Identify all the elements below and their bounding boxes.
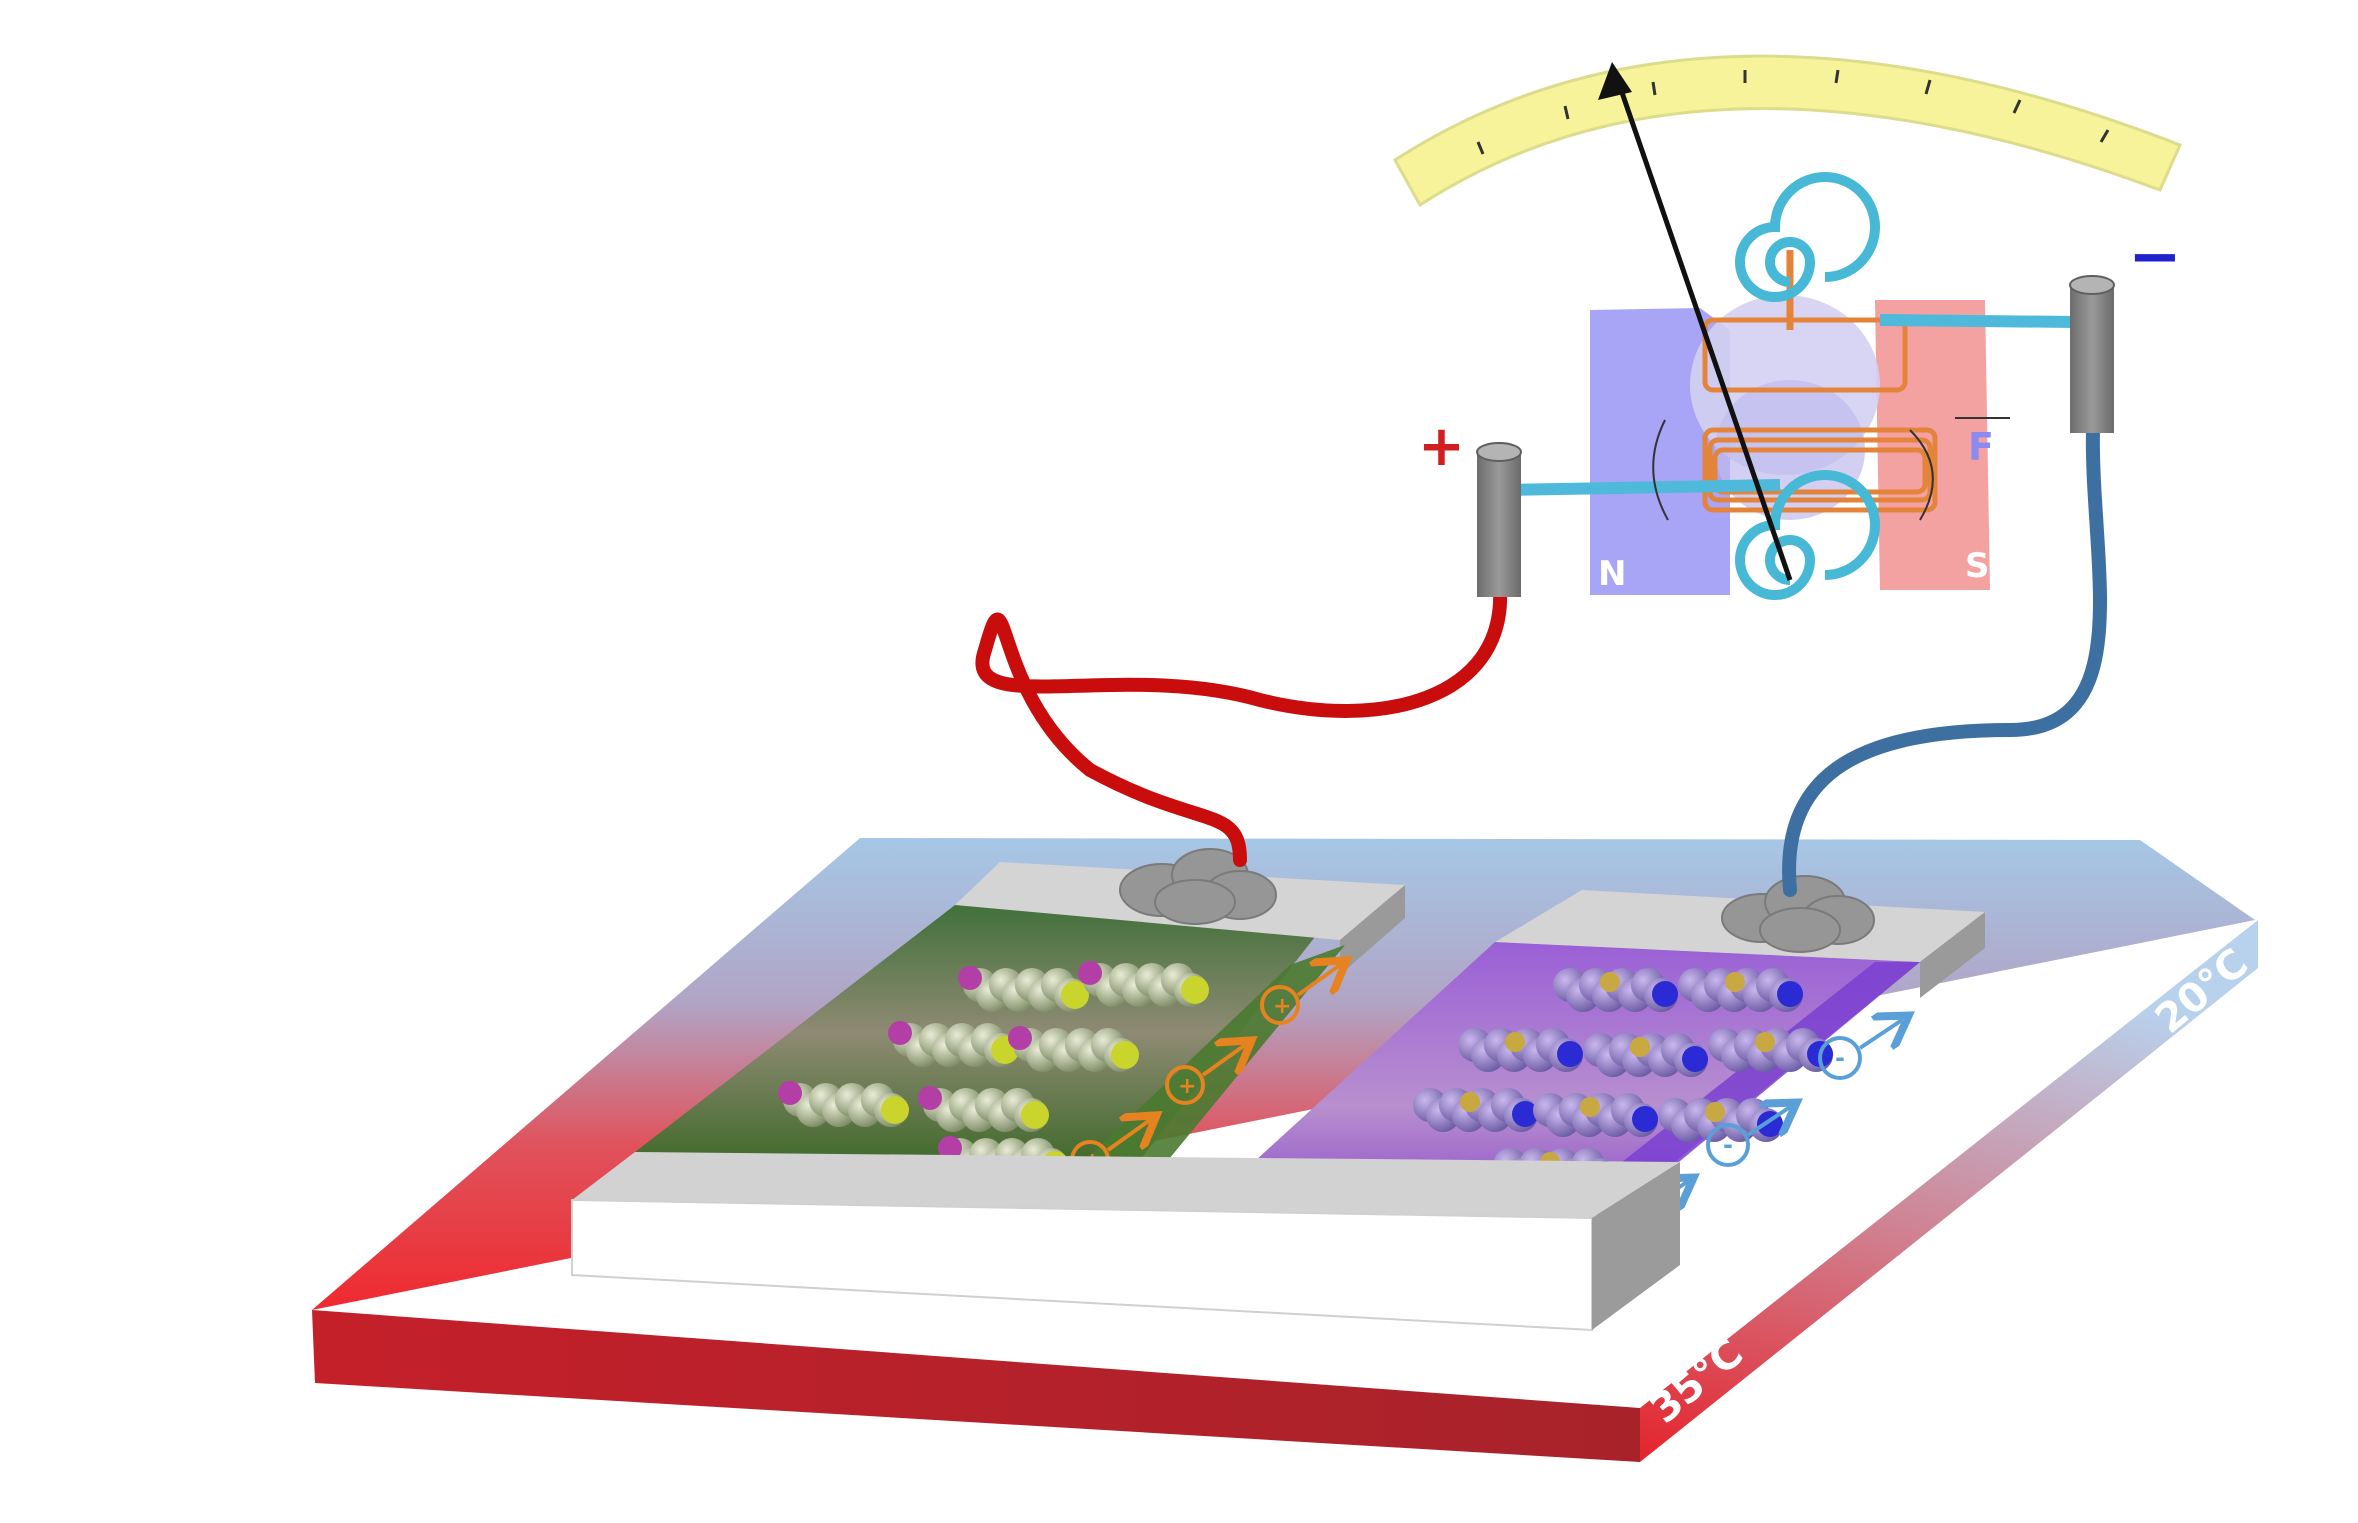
n-type-molecule xyxy=(1533,1093,1658,1137)
north-pole-label: N xyxy=(1598,554,1626,594)
force-label: F xyxy=(1968,425,1994,469)
n-type-material xyxy=(1210,942,1920,1215)
spring-upper-icon xyxy=(1735,172,1880,302)
solder-blob-positive xyxy=(1119,848,1277,925)
meter-ticks xyxy=(1476,69,2110,155)
bottom-contact xyxy=(571,1152,1680,1332)
meter-scale xyxy=(1393,54,2183,208)
coil-windings xyxy=(1702,317,1938,513)
electron-carrier-icon: - xyxy=(1706,1107,1790,1167)
galvanometer: N S F + − xyxy=(1393,54,2183,600)
positive-wire xyxy=(975,583,1508,867)
n-type-molecule xyxy=(1658,1098,1783,1142)
n-type-molecule xyxy=(1413,1088,1538,1132)
electron-carrier-icon: - xyxy=(1818,1020,1902,1080)
hole-carriers: +++ xyxy=(1070,965,1340,1180)
negative-wire xyxy=(1782,423,2108,897)
base-plate-side xyxy=(1640,920,2258,1462)
p-type-molecule xyxy=(918,1086,1049,1132)
meter-needle xyxy=(1614,77,1793,581)
svg-text:-: - xyxy=(1723,1131,1733,1159)
n-type-molecule xyxy=(1708,1028,1833,1072)
p-type-molecule xyxy=(958,966,1089,1012)
positive-sign: + xyxy=(1418,414,1465,479)
feeder-wire-right xyxy=(1879,314,2076,328)
feeder-wire-left xyxy=(1504,479,1781,496)
n-type-electron-channel xyxy=(1555,962,1920,1215)
bottom-contact-side xyxy=(1592,1162,1680,1330)
svg-text:-: - xyxy=(1835,1044,1845,1072)
svg-text:+: + xyxy=(1178,1074,1196,1099)
south-pole-label: S xyxy=(1965,546,1990,586)
field-arrow-left-icon xyxy=(1652,419,1669,521)
needle-tip-icon xyxy=(1598,62,1632,100)
p-type-molecule xyxy=(778,1081,909,1127)
p-type-top-contact-side xyxy=(1340,885,1405,975)
n-type-molecule xyxy=(1678,968,1803,1012)
p-type-molecule xyxy=(1008,1026,1139,1072)
negative-sign: − xyxy=(2128,220,2182,294)
n-type-top-contact-side xyxy=(1920,912,1985,998)
bottom-contact-front xyxy=(571,1198,1593,1332)
bottom-contact-top xyxy=(572,1152,1680,1218)
n-type-molecule xyxy=(1553,968,1678,1012)
negative-terminal xyxy=(2069,275,2115,433)
n-type-molecule xyxy=(1583,1033,1708,1077)
hole-carrier-icon: + xyxy=(1260,965,1340,1025)
field-arrow-right-icon xyxy=(1909,429,1934,521)
hole-carrier-icon: + xyxy=(1165,1045,1245,1105)
svg-text:+: + xyxy=(1273,994,1291,1019)
n-type-molecule xyxy=(1458,1028,1583,1072)
p-type-molecule xyxy=(888,1021,1019,1067)
p-type-molecule xyxy=(1078,961,1209,1007)
spring-lower-icon xyxy=(1735,470,1880,600)
positive-terminal xyxy=(1476,442,1522,597)
base-plate-front xyxy=(312,1310,1640,1462)
